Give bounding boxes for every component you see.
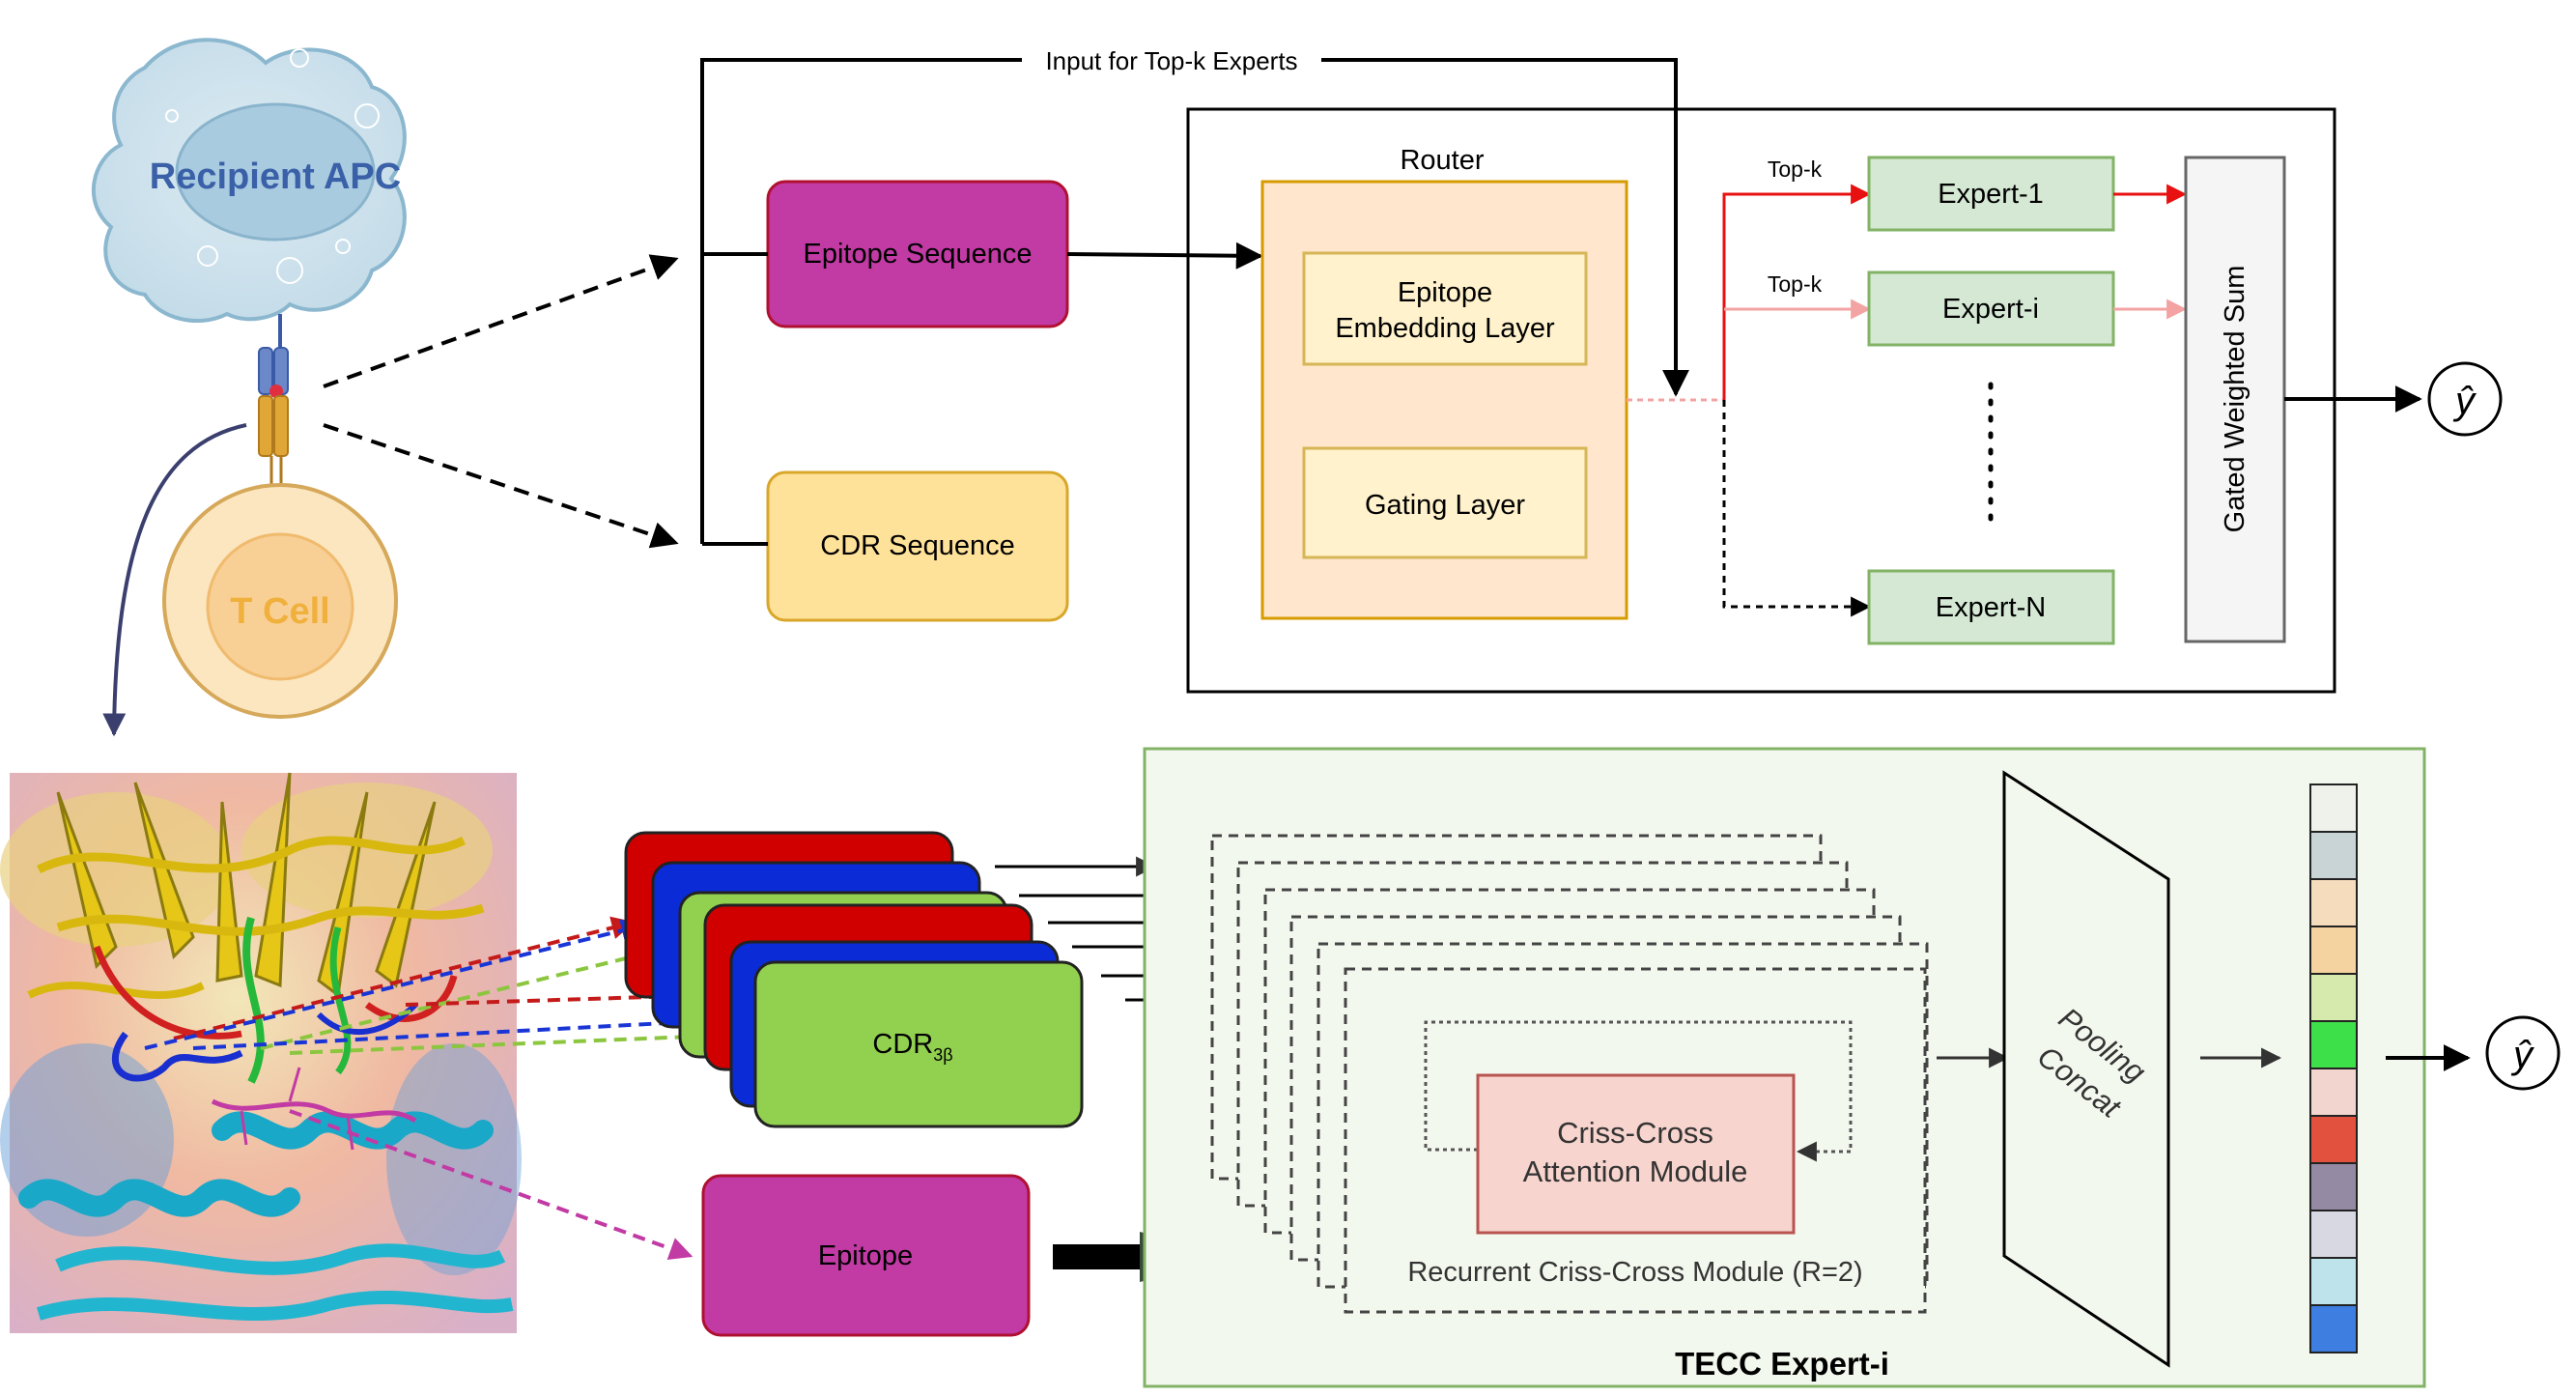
output-label-top: ŷ [2452, 380, 2477, 422]
dashed-arrow-blue-1 [144, 919, 645, 1050]
output-label-bottom: ŷ [2510, 1034, 2535, 1076]
epitope-sequence-label: Epitope Sequence [803, 239, 1032, 270]
cdr-card-stack: CDR3β [624, 831, 1084, 1128]
output-node-bottom: ŷ [2485, 1015, 2561, 1091]
t-cell: T Cell [162, 483, 398, 719]
cdr-sequence-box: CDR Sequence [766, 470, 1069, 622]
vesicle-icon [197, 245, 218, 267]
pooling-concat-block: Pooling Concat [2002, 770, 2170, 1368]
expert-i-label: Expert-i [1942, 294, 2039, 325]
gating-layer: Gating Layer [1302, 446, 1588, 559]
tcr-mhc-complex-icon [258, 314, 289, 488]
dashed-arrow-epitope [289, 1109, 694, 1260]
epitope-box: Epitope [701, 1174, 1031, 1337]
vesicle-icon [354, 103, 380, 128]
embedding-line1: Epitope [1398, 277, 1492, 308]
router-title: Router [1400, 145, 1484, 176]
topk-label-1: Top-k [1768, 157, 1823, 182]
feature-vector-cell [2309, 1020, 2358, 1069]
cc-line2: Attention Module [1523, 1154, 1748, 1188]
feature-vector [2309, 783, 2358, 1353]
tcr-pmhc-structure-image [0, 772, 522, 1333]
cdr-sequence-label: CDR Sequence [820, 530, 1015, 561]
epitope-label: Epitope [818, 1240, 913, 1271]
tcell-label: T Cell [230, 591, 329, 632]
expert-n-box: Expert-N [1867, 569, 2115, 645]
apc-nucleus [175, 102, 376, 242]
feature-vector-cell [2309, 926, 2358, 975]
recurrence-loop [1424, 1020, 1853, 1162]
cdr-sub-text: 3β [933, 1045, 952, 1065]
feature-vector-cell [2309, 1115, 2358, 1164]
route-to-expert-n [1722, 400, 1872, 617]
expert-1-box: Expert-1 [1867, 156, 2115, 232]
feature-vector-cell [2309, 1304, 2358, 1353]
epitope-embedding-layer: Epitope Embedding Layer [1302, 251, 1588, 366]
epitope-sequence-box: Epitope Sequence [766, 180, 1069, 328]
route-to-expert-1 [1722, 184, 1872, 400]
zoom-arrow [102, 423, 247, 737]
arrow-epitope-to-router [1066, 242, 1263, 270]
recipient-apc-cell: Recipient APC [92, 38, 407, 323]
topk-label-bg [1022, 39, 1321, 81]
dashed-arrow-green-1 [260, 938, 684, 1050]
gated-weighted-sum-box: Gated Weighted Sum [2184, 156, 2286, 643]
criss-cross-attention-module: Criss-Cross Attention Module [1476, 1073, 1796, 1235]
dashed-arrow-blue-2 [192, 1009, 742, 1050]
apc-label: Recipient APC [150, 157, 401, 197]
feature-vector-cell [2309, 1162, 2358, 1211]
cc-line1: Criss-Cross [1557, 1116, 1713, 1150]
expert-n-label: Expert-N [1936, 592, 2046, 623]
dashed-arrow-to-cdr [323, 423, 679, 549]
vesicle-icon [335, 239, 351, 254]
feature-vector-cell [2309, 1210, 2358, 1259]
vesicle-icon [276, 257, 303, 284]
gating-layer-label: Gating Layer [1365, 490, 1525, 521]
feature-vector-cell [2309, 973, 2358, 1022]
tecc-expert-title: TECC Expert-i [1675, 1346, 1889, 1382]
embedding-line2: Embedding Layer [1335, 313, 1555, 344]
expert-i-box: Expert-i [1867, 271, 2115, 347]
cdr-card-front [753, 960, 1084, 1128]
dashed-arrow-to-epitope [323, 254, 679, 388]
vesicle-icon [165, 109, 179, 123]
feature-vector-cell [2309, 1257, 2358, 1306]
feature-vector-cell [2309, 1068, 2358, 1117]
feature-vector-cell [2309, 783, 2358, 833]
cdr-main-text: CDR [872, 1029, 933, 1060]
tcell-nucleus [206, 532, 354, 681]
topk-input-label: Input for Top-k Experts [1045, 46, 1297, 75]
topk-label-2: Top-k [1768, 271, 1823, 297]
vesicle-icon [290, 48, 309, 68]
dashed-arrow-red-1 [173, 916, 636, 1040]
feature-vector-cell [2309, 878, 2358, 927]
expert-1-label: Expert-1 [1938, 179, 2044, 210]
gated-weighted-sum-label: Gated Weighted Sum [2220, 266, 2250, 533]
cdr3b-label: CDR3β [872, 1029, 952, 1065]
output-node-top: ŷ [2427, 361, 2503, 437]
feature-vector-cell [2309, 831, 2358, 880]
recurrent-module-label: Recurrent Criss-Cross Module (R=2) [1407, 1257, 1862, 1288]
